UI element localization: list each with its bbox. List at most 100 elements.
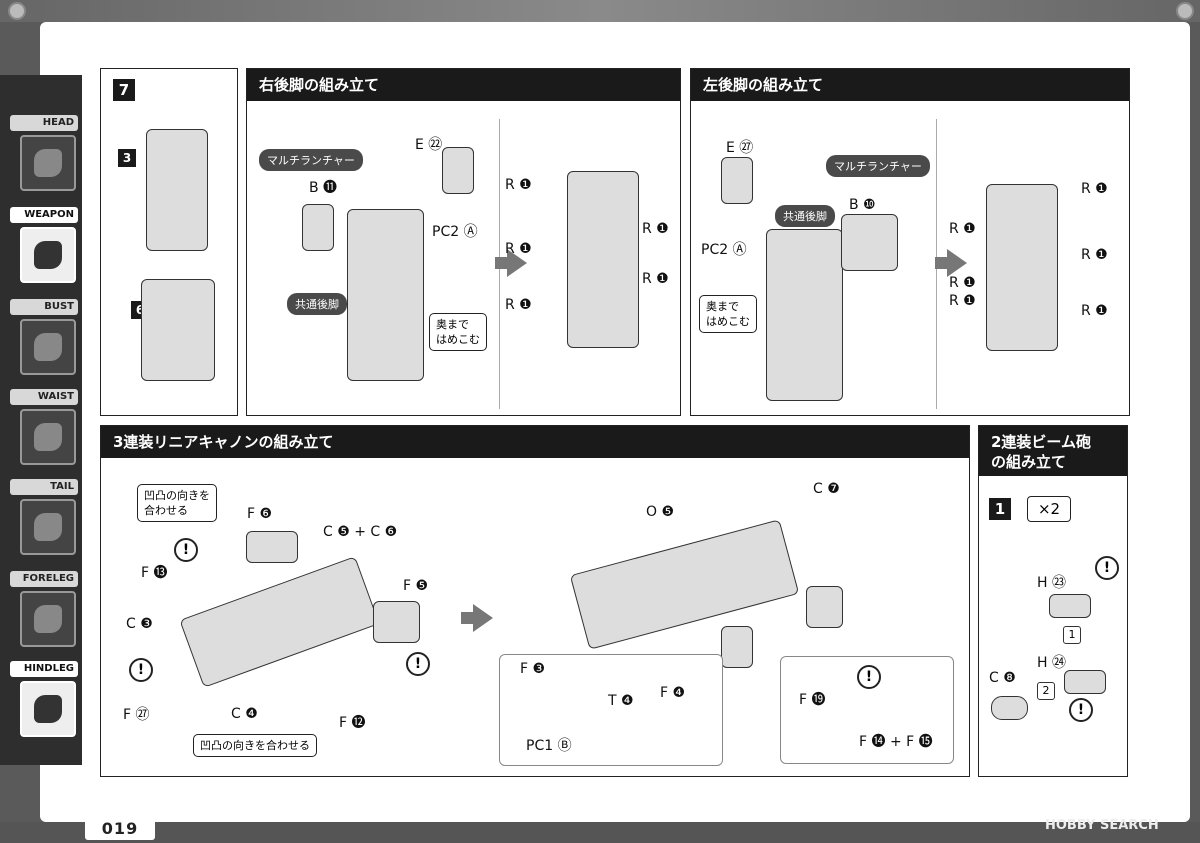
sidebar-item-head[interactable]: HEAD (10, 115, 80, 197)
sidebar-item-waist[interactable]: WAIST (10, 389, 80, 471)
sidebar-item-label: FORELEG (10, 571, 78, 587)
part-f6-illustration (246, 531, 298, 563)
leg-illustration (347, 209, 424, 381)
order-marker: 1 (1063, 626, 1081, 644)
sidebar-item-bust[interactable]: BUST (10, 299, 80, 381)
push-in-note: 奥まで はめこむ (699, 295, 757, 333)
bolt-icon (1176, 2, 1194, 20)
panel-title: 左後脚の組み立て (691, 69, 1129, 101)
part-label: F ❹ (660, 685, 686, 701)
part-h24-illustration (1064, 670, 1106, 694)
part-label: B ❿ (849, 197, 876, 213)
part-label: E ㉗ (726, 140, 754, 156)
assembled-leg-illustration (986, 184, 1058, 351)
top-decoration (0, 0, 1200, 22)
part-label: H ㉔ (1037, 655, 1066, 671)
page-number: 019 (85, 818, 155, 840)
sidebar-item-weapon[interactable]: WEAPON (10, 207, 80, 289)
push-in-note: 奥まで はめこむ (429, 313, 487, 351)
r-label: R ❶ (1081, 303, 1108, 319)
r-label: R ❶ (949, 293, 976, 309)
part-label: PC2 Ⓐ (701, 242, 747, 258)
cannon-panel: 3連装リニアキャノンの組み立て 凹凸の向きを 合わせる 凹凸の向きを合わせる F… (100, 425, 970, 777)
next-arrow-icon (495, 249, 527, 277)
part-illustration (806, 586, 843, 628)
alignment-note: 凹凸の向きを合わせる (193, 734, 317, 757)
common-leg-label: 共通後脚 (775, 205, 835, 227)
panel-title: 右後脚の組み立て (247, 69, 680, 101)
part-h23-illustration (1049, 594, 1091, 618)
joint-illustration (721, 626, 753, 668)
part-label: B ⓫ (309, 180, 338, 196)
order-marker: 2 (1037, 682, 1055, 700)
sidebar-nav: HEAD WEAPON BUST WAIST TAIL FORELEG HIND… (0, 75, 82, 765)
weapon-thumbnail-icon (20, 227, 76, 283)
tail-thumbnail-icon (20, 499, 76, 555)
caution-icon: ! (1069, 698, 1093, 722)
common-leg-label: 共通後脚 (287, 293, 347, 315)
part-label: C ❸ (126, 616, 153, 632)
head-thumbnail-icon (20, 135, 76, 191)
sidebar-item-tail[interactable]: TAIL (10, 479, 80, 561)
hip-part-illustration (442, 147, 474, 194)
sidebar-item-hindleg[interactable]: HINDLEG (10, 661, 80, 743)
quantity-badge: ×2 (1027, 496, 1071, 522)
caution-icon: ! (129, 658, 153, 682)
bust-thumbnail-icon (20, 319, 76, 375)
caution-icon: ! (1095, 556, 1119, 580)
r-label: R ❶ (1081, 181, 1108, 197)
leg-upper-illustration (146, 129, 208, 251)
part-f5-illustration (373, 601, 420, 643)
part-label: F ⓳ (799, 692, 826, 708)
panel-title: 2連装ビーム砲 の組み立て (979, 426, 1127, 476)
part-label: F ❸ (520, 661, 546, 677)
hindleg-thumbnail-icon (20, 681, 76, 737)
caution-icon: ! (857, 665, 881, 689)
caution-icon: ! (174, 538, 198, 562)
r-label: R ❶ (505, 241, 532, 257)
alignment-note: 凹凸の向きを 合わせる (137, 484, 217, 522)
sidebar-item-label: HINDLEG (10, 661, 78, 677)
sidebar-item-label: WEAPON (10, 207, 78, 223)
sidebar-item-foreleg[interactable]: FORELEG (10, 571, 80, 653)
part-label: F ⓭ (141, 565, 168, 581)
part-label: F ❺ (403, 578, 429, 594)
part-label: F ⓬ (339, 715, 366, 731)
sub-assembly-box: F ❸ T ❹ F ❹ PC1 Ⓑ (499, 654, 723, 766)
next-arrow-icon (461, 604, 493, 632)
r-label: R ❶ (642, 271, 669, 287)
sidebar-item-label: HEAD (10, 115, 78, 131)
foreleg-thumbnail-icon (20, 591, 76, 647)
part-label: O ❺ (646, 504, 675, 520)
part-label: C ❺ + C ❻ (323, 524, 398, 540)
r-label: R ❶ (1081, 247, 1108, 263)
part-label: T ❹ (608, 693, 634, 709)
watermark: HOBBY SEARCH (1045, 818, 1159, 833)
step7-panel: 7 3 6 (100, 68, 238, 416)
sub-assembly-box: F ⓳ F ⓮ + F ⓯ ! (780, 656, 954, 764)
panel-title: 3連装リニアキャノンの組み立て (101, 426, 969, 458)
beam-panel: 2連装ビーム砲 の組み立て 1 ×2 H ㉓ ! 1 H ㉔ 2 C ❽ ! (978, 425, 1128, 777)
assembled-cannon-illustration (569, 519, 800, 650)
part-label: C ❽ (989, 670, 1016, 686)
r-label: R ❶ (949, 275, 976, 291)
assembled-leg-illustration (567, 171, 639, 348)
leg-illustration (766, 229, 843, 401)
part-label: PC1 Ⓑ (526, 738, 572, 754)
cannon-parts-illustration (179, 556, 380, 688)
part-label: PC2 Ⓐ (432, 224, 478, 240)
multi-launcher-label: マルチランチャー (259, 149, 363, 171)
sidebar-item-label: TAIL (10, 479, 78, 495)
left-leg-panel: 左後脚の組み立て E ㉗ マルチランチャー 共通後脚 B ❿ PC2 Ⓐ 奥まで… (690, 68, 1130, 416)
r-label: R ❶ (642, 221, 669, 237)
leg-lower-illustration (141, 279, 215, 381)
part-label: F ⓮ + F ⓯ (859, 734, 933, 750)
part-label: H ㉓ (1037, 575, 1066, 591)
r-label: R ❶ (949, 221, 976, 237)
r-label: R ❶ (505, 297, 532, 313)
part-label: C ❼ (813, 481, 840, 497)
next-arrow-icon (935, 249, 967, 277)
r-label: R ❶ (505, 177, 532, 193)
launcher-illustration (302, 204, 334, 251)
step-number: 7 (113, 79, 135, 101)
